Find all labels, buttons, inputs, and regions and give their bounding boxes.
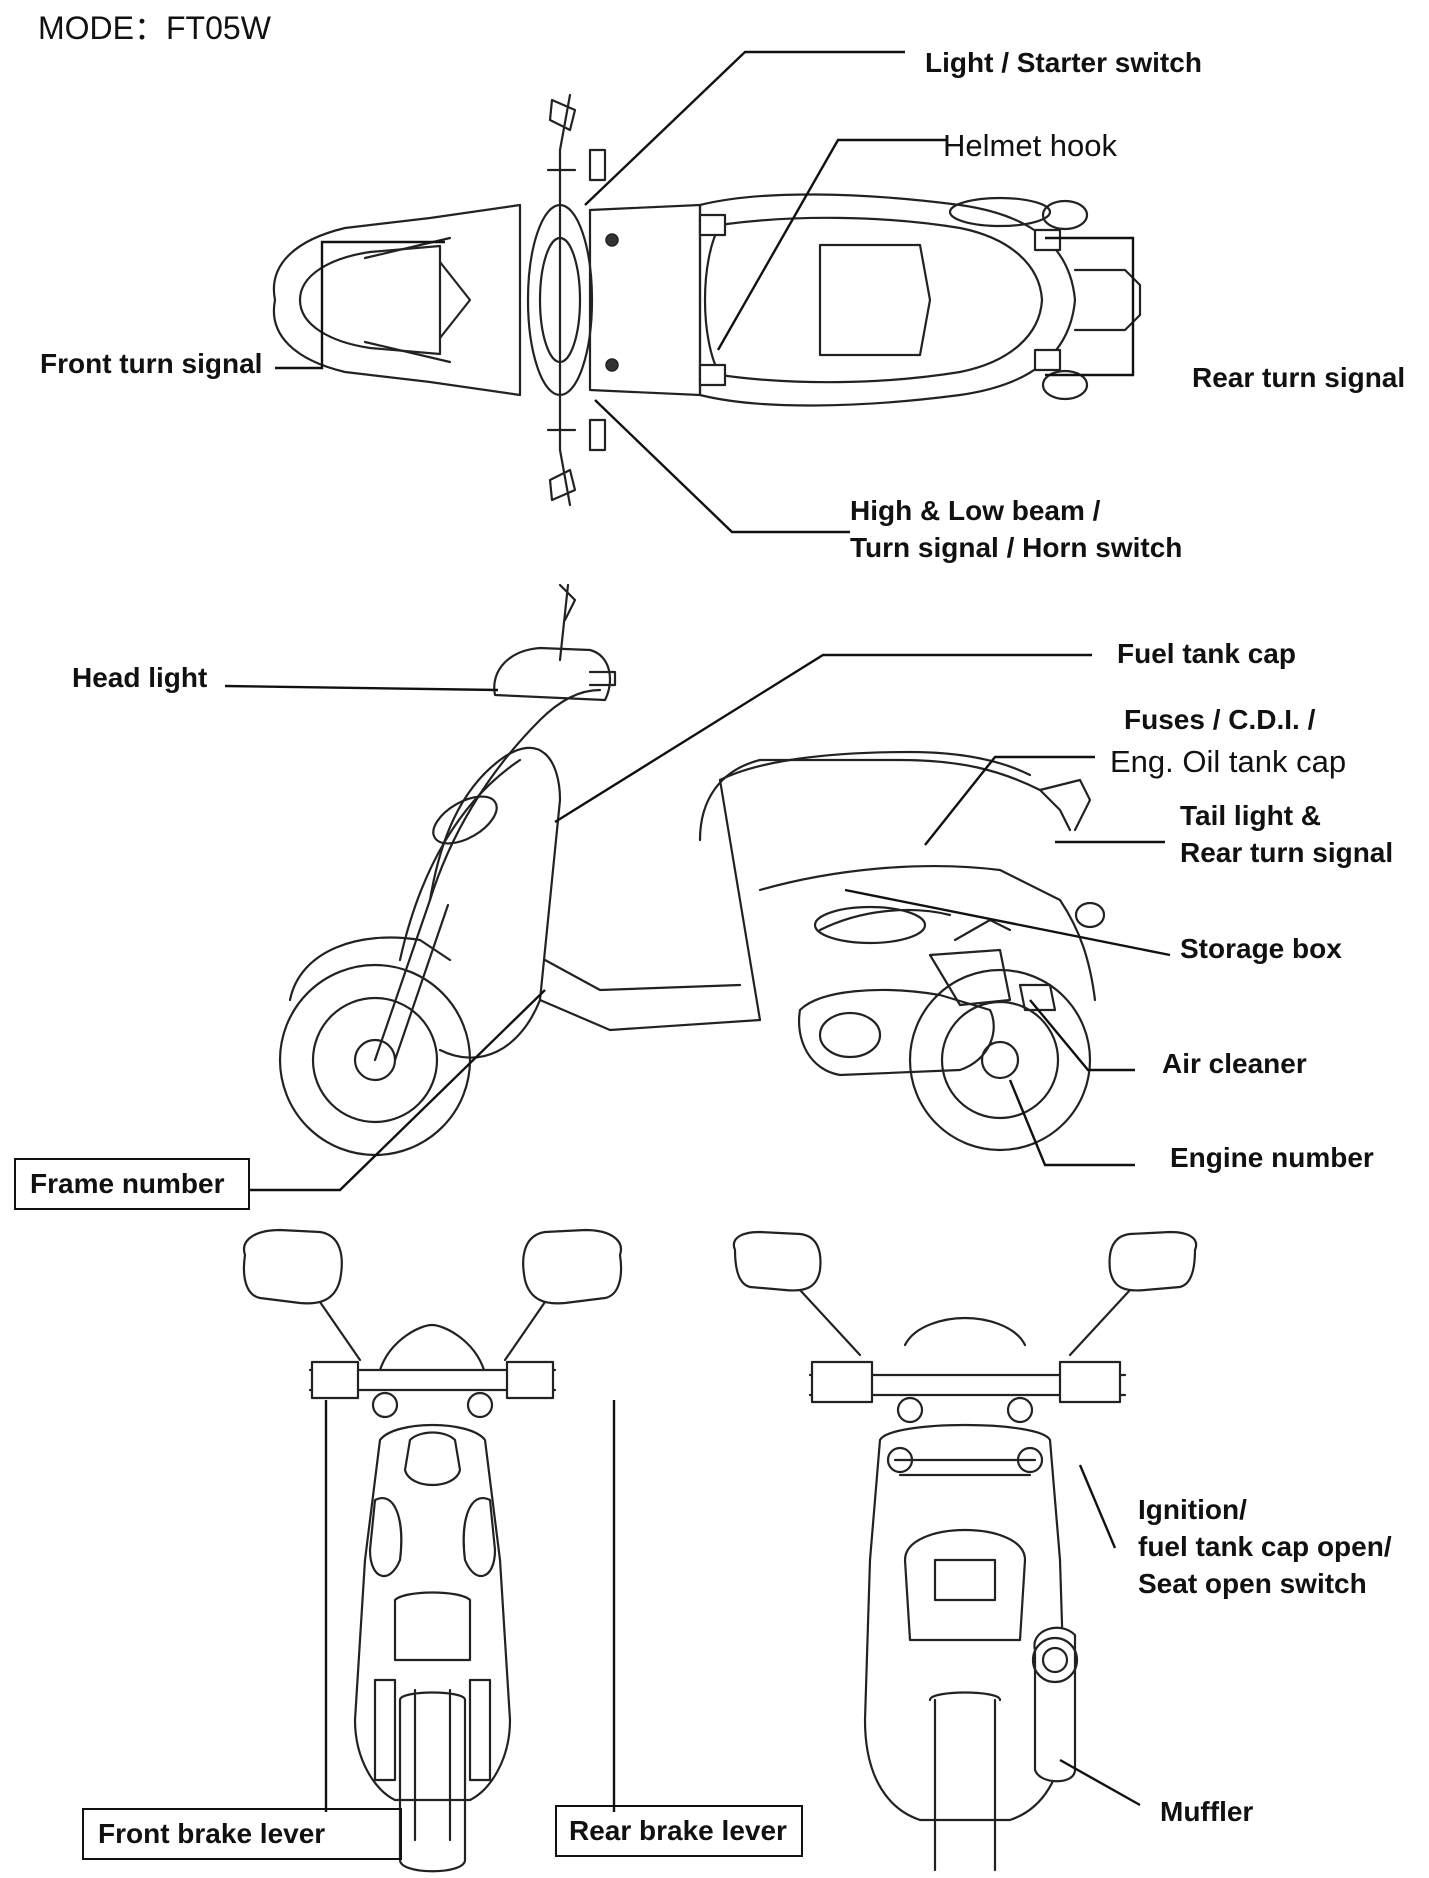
label-front-turn-signal: Front turn signal <box>40 348 263 379</box>
leader-fuel-cap <box>554 653 1092 824</box>
label-head-light: Head light <box>72 662 208 693</box>
label-tail-light-line1: Tail light & <box>1180 800 1322 831</box>
leader-front-turn <box>275 240 445 370</box>
leader-rear-turn <box>1045 236 1135 377</box>
leader-lines <box>224 50 1171 1812</box>
leader-ignition <box>1078 1464 1117 1549</box>
label-ignition-line1: Ignition/ <box>1138 1494 1247 1525</box>
leader-light-starter <box>584 50 905 206</box>
label-fuel-tank-cap: Fuel tank cap <box>1117 638 1296 669</box>
rear-view-drawing <box>732 1230 1198 1872</box>
label-front-brake-lever: Front brake lever <box>82 1808 402 1860</box>
leader-air-cleaner <box>1029 999 1135 1072</box>
label-air-cleaner: Air cleaner <box>1162 1048 1307 1079</box>
label-engine-number: Engine number <box>1170 1142 1374 1173</box>
model-title: MODE：FT05W <box>38 10 271 46</box>
leader-engine-number <box>1008 1079 1135 1167</box>
leader-fuses <box>924 755 1095 846</box>
leader-frame-number <box>250 989 546 1192</box>
label-light-starter-switch: Light / Starter switch <box>925 47 1202 78</box>
top-view-drawing <box>272 93 1142 507</box>
label-storage-box: Storage box <box>1180 933 1342 964</box>
leader-beam-switch <box>594 399 850 534</box>
leader-muffler <box>1059 1758 1141 1807</box>
leader-head-light <box>224 684 499 692</box>
label-rear-turn-signal: Rear turn signal <box>1192 362 1406 393</box>
label-muffler: Muffler <box>1160 1796 1254 1827</box>
leader-helmet-hook <box>716 138 948 351</box>
label-fuses-line1: Fuses / C.D.I. / <box>1124 704 1316 735</box>
label-helmet-hook: Helmet hook <box>943 128 1118 163</box>
label-ignition-line3: Seat open switch <box>1138 1568 1367 1599</box>
front-view-drawing <box>242 1228 623 1873</box>
label-fuses-line2: Eng. Oil tank cap <box>1110 744 1347 779</box>
leader-storage <box>844 888 1171 957</box>
label-tail-light-line2: Rear turn signal <box>1180 837 1394 868</box>
label-frame-number: Frame number <box>14 1158 250 1210</box>
label-beam-switch-line2: Turn signal / Horn switch <box>850 532 1183 563</box>
label-ignition-line2: fuel tank cap open/ <box>1138 1531 1392 1562</box>
label-rear-brake-lever: Rear brake lever <box>555 1805 803 1857</box>
side-view-drawing <box>278 583 1106 1157</box>
label-beam-switch-line1: High & Low beam / <box>850 495 1101 526</box>
